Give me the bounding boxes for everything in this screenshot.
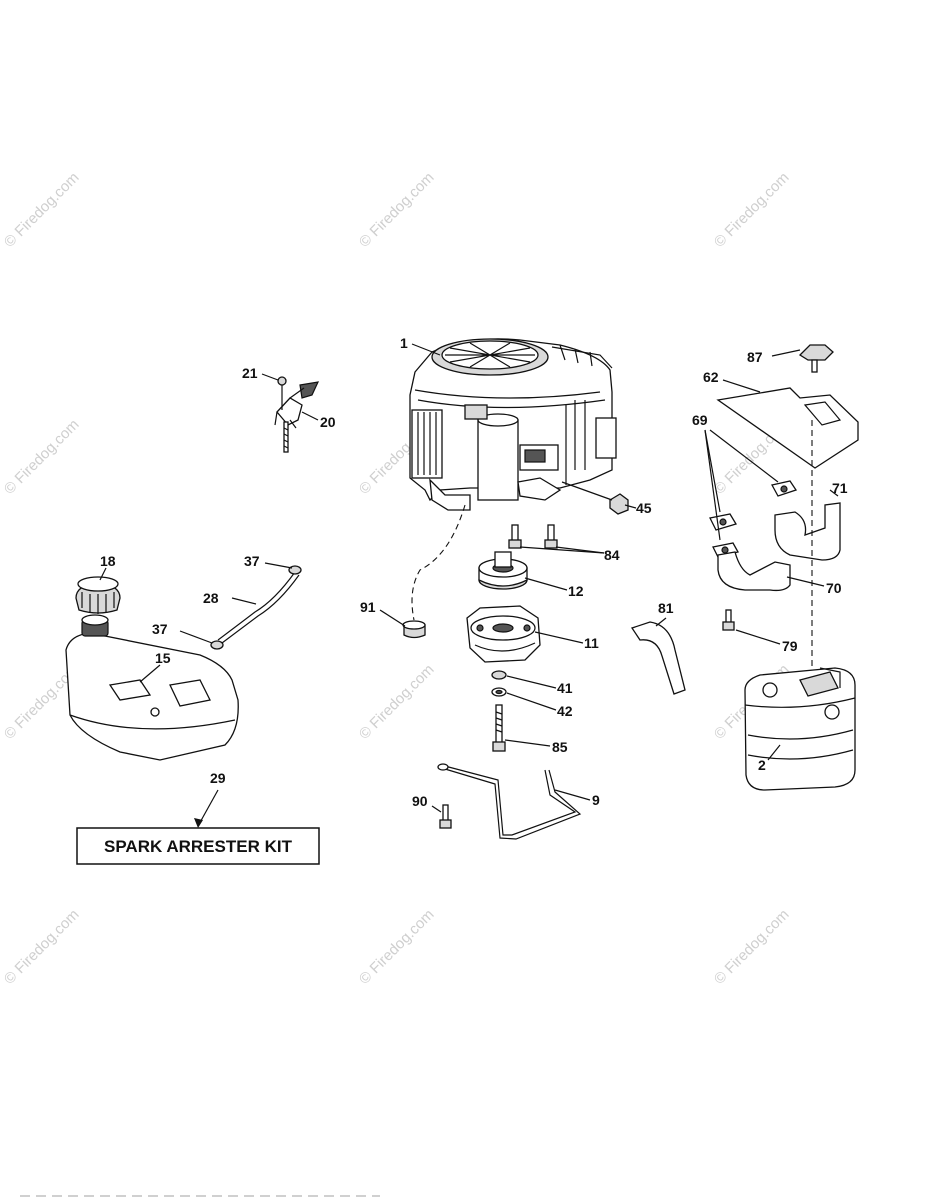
pulley-part-12 — [478, 551, 528, 590]
part-label-42: 42 — [557, 703, 573, 719]
part-label-84: 84 — [604, 547, 620, 563]
watermark: © Firedog.com — [711, 169, 793, 251]
part-label-87: 87 — [747, 349, 763, 365]
bolts-part-84 — [508, 524, 558, 549]
part-label-91: 91 — [360, 599, 376, 615]
part-label-18: 18 — [100, 553, 116, 569]
clamp-part-37-bottom — [210, 640, 224, 650]
nut-part-45 — [609, 493, 629, 515]
part-label-15: 15 — [155, 650, 171, 666]
exhaust-pipe-part-71 — [774, 502, 841, 561]
washer-part-41 — [491, 670, 507, 680]
part-label-12: 12 — [568, 583, 584, 599]
part-label-21: 21 — [242, 365, 258, 381]
watermark: © Firedog.com — [1, 416, 83, 498]
part-label-9: 9 — [592, 792, 600, 808]
screw-part-79 — [722, 609, 735, 631]
heat-shield-part-62 — [716, 387, 859, 469]
part-label-90: 90 — [412, 793, 428, 809]
part-label-79: 79 — [782, 638, 798, 654]
cap-part-91 — [402, 620, 426, 639]
bolt-part-85 — [492, 704, 506, 752]
clutch-part-11 — [466, 605, 541, 663]
screw-part-21 — [277, 376, 287, 410]
exhaust-pipe-part-70 — [717, 551, 791, 592]
part-label-81: 81 — [658, 600, 674, 616]
part-label-2: 2 — [758, 757, 766, 773]
spark-arrester-kit-label: SPARK ARRESTER KIT — [104, 837, 293, 856]
fuel-line-part-28 — [217, 571, 300, 644]
fuel-tank-part-15 — [65, 614, 239, 761]
engine-part-1 — [409, 338, 617, 511]
part-label-1: 1 — [400, 335, 408, 351]
rod-part-9 — [437, 763, 582, 840]
watermarks: © Firedog.com © Firedog.com © Firedog.co… — [1, 169, 793, 988]
part-label-62: 62 — [703, 369, 719, 385]
watermark: © Firedog.com — [1, 169, 83, 251]
part-label-28: 28 — [203, 590, 219, 606]
part-label-41: 41 — [557, 680, 573, 696]
spark-arrester-kit-box: SPARK ARRESTER KIT — [76, 827, 320, 865]
part-label-37-top: 37 — [244, 553, 260, 569]
bolt-part-90 — [439, 804, 452, 829]
knob-part-87 — [798, 344, 834, 373]
part-label-20: 20 — [320, 414, 336, 430]
part-label-69: 69 — [692, 412, 708, 428]
washer-part-42 — [491, 687, 507, 697]
muffler-part-2 — [744, 667, 856, 791]
part-label-85: 85 — [552, 739, 568, 755]
watermark: © Firedog.com — [356, 661, 438, 743]
part-label-70: 70 — [826, 580, 842, 596]
fuel-cap-part-18 — [75, 576, 121, 614]
watermark: © Firedog.com — [356, 169, 438, 251]
part-label-29: 29 — [210, 770, 226, 786]
watermark: © Firedog.com — [1, 906, 83, 988]
watermark: © Firedog.com — [711, 906, 793, 988]
part-label-45: 45 — [636, 500, 652, 516]
part-label-37-bottom: 37 — [152, 621, 168, 637]
throttle-part-20 — [274, 381, 320, 453]
part-label-71: 71 — [832, 480, 848, 496]
part-label-11: 11 — [584, 635, 599, 651]
exhaust-elbow-part-81 — [630, 621, 686, 695]
watermark: © Firedog.com — [356, 906, 438, 988]
